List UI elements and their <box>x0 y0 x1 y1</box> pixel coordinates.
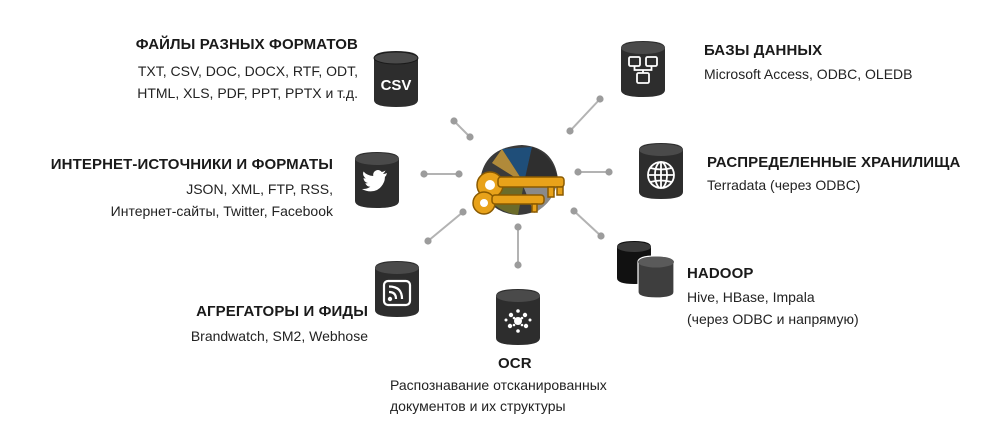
node-ocr: OCR Распознавание отсканированных докуме… <box>390 355 607 417</box>
node-desc-line: TXT, CSV, DOC, DOCX, RTF, ODT, <box>137 63 358 79</box>
node-desc-line: Hive, HBase, Impala <box>687 289 815 305</box>
connector-dot <box>424 237 432 245</box>
connector-dot <box>596 95 604 103</box>
node-desc-line: Интернет-сайты, Twitter, Facebook <box>110 203 333 219</box>
ocr-database-icon <box>495 288 541 351</box>
connector-dot <box>566 127 574 135</box>
connector-dot <box>459 208 467 216</box>
globe-database-icon <box>638 142 684 205</box>
node-title: OCR <box>498 355 532 372</box>
connector-dot <box>514 261 522 269</box>
rss-database-icon <box>374 260 420 323</box>
node-title: ИНТЕРНЕТ-ИСТОЧНИКИ И ФОРМАТЫ <box>50 156 333 173</box>
svg-text:CSV: CSV <box>381 77 412 94</box>
connector-line <box>453 120 471 138</box>
connector-dot <box>450 117 458 125</box>
node-hadoop: HADOOP Hive, HBase, Impala (через ODBC и… <box>687 265 859 330</box>
connector-line <box>573 210 602 237</box>
connector-dot <box>574 168 582 176</box>
node-title: БАЗЫ ДАННЫХ <box>704 42 823 59</box>
connector-dot <box>605 168 613 176</box>
node-databases: БАЗЫ ДАННЫХ Microsoft Access, ODBC, OLED… <box>704 42 913 85</box>
node-distributed: РАСПРЕДЕЛЕННЫЕ ХРАНИЛИЩА Terradata (чере… <box>707 154 960 196</box>
keys-icon <box>472 145 565 215</box>
connector-line <box>569 98 601 132</box>
node-desc-line: Распознавание отсканированных <box>390 377 607 393</box>
connector-dot <box>514 223 522 231</box>
node-desc-line: Brandwatch, SM2, Webhose <box>190 328 368 344</box>
node-title: HADOOP <box>687 265 754 282</box>
node-title: АГРЕГАТОРЫ И ФИДЫ <box>196 303 368 320</box>
node-desc-line: (через ODBC и напрямую) <box>687 311 859 327</box>
node-title: ФАЙЛЫ РАЗНЫХ ФОРМАТОВ <box>135 36 358 53</box>
csv-database-icon: CSV <box>373 50 419 113</box>
connector-dot <box>466 133 474 141</box>
connector-dot <box>455 170 463 178</box>
node-files: ФАЙЛЫ РАЗНЫХ ФОРМАТОВ TXT, CSV, DOC, DOC… <box>136 36 358 104</box>
node-desc-line: Microsoft Access, ODBC, OLEDB <box>704 66 913 82</box>
node-aggregators: АГРЕГАТОРЫ И ФИДЫ Brandwatch, SM2, Webho… <box>191 303 368 347</box>
connector-dot <box>597 232 605 240</box>
node-internet: ИНТЕРНЕТ-ИСТОЧНИКИ И ФОРМАТЫ JSON, XML, … <box>51 156 333 222</box>
connector-dot <box>420 170 428 178</box>
node-desc-line: JSON, XML, FTP, RSS, <box>186 181 333 197</box>
tables-database-icon <box>620 40 666 103</box>
connector-line <box>427 211 464 242</box>
node-desc-line: документов и их структуры <box>390 398 566 414</box>
connector-dot <box>570 207 578 215</box>
node-desc-line: Terradata (через ODBC) <box>707 177 861 193</box>
double-database-icon <box>616 240 676 305</box>
node-desc-line: HTML, XLS, PDF, PPT, PPTX и т.д. <box>137 85 358 101</box>
twitter-database-icon <box>354 151 400 214</box>
node-title: РАСПРЕДЕЛЕННЫЕ ХРАНИЛИЩА <box>707 154 961 171</box>
